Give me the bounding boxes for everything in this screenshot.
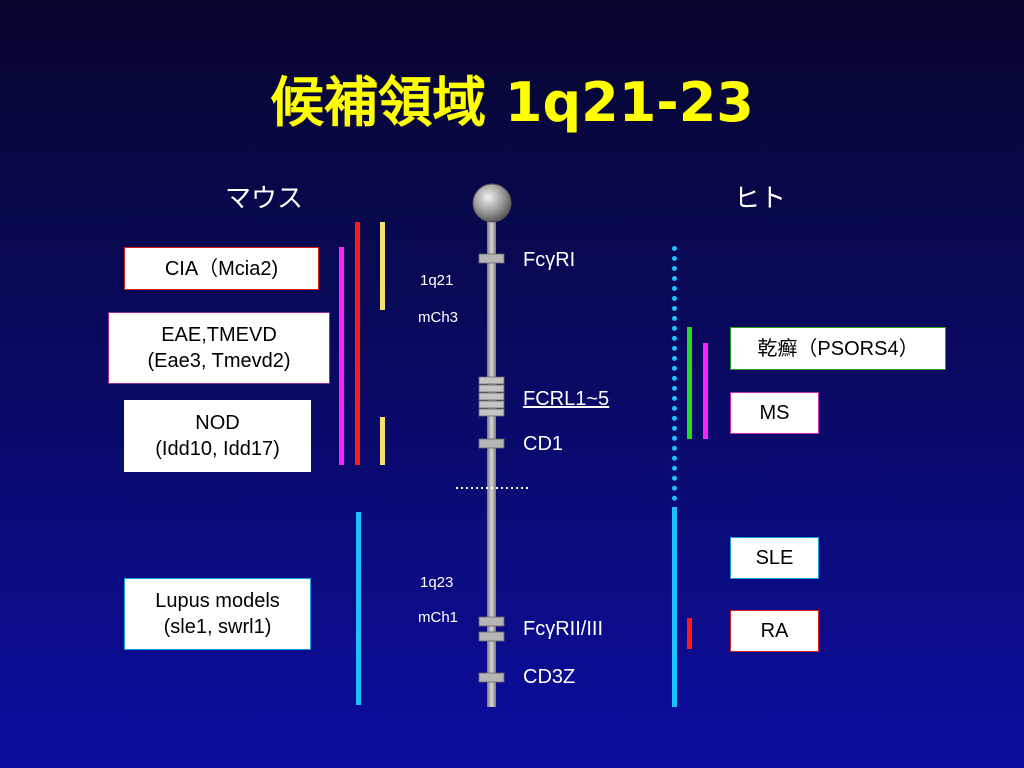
human-disease-sle: SLE	[730, 537, 819, 579]
region-band-label: 1q23	[420, 574, 454, 591]
region-bar-red-human	[687, 618, 692, 649]
human-heading: ヒト	[734, 184, 787, 214]
slide-title: 候補領域 1q21-23	[270, 71, 754, 134]
band-fcrl	[478, 376, 505, 417]
mouse-model-cia: CIA（Mcia2)	[124, 247, 319, 290]
region-bar-yellow-upper	[380, 222, 385, 310]
human-disease-ra: RA	[730, 610, 819, 652]
mouse-model-label: (sle1, swrl1)	[163, 616, 272, 638]
region-bar-yellow-lower	[380, 417, 385, 465]
gene-label-cd1: CD1	[523, 433, 564, 455]
human-disease-label: SLE	[755, 547, 794, 569]
mouse-model-eae: EAE,TMEVD (Eae3, Tmevd2)	[108, 312, 330, 384]
region-species-label: mCh3	[418, 309, 459, 326]
band-fcgriii	[478, 631, 505, 642]
mouse-model-label: (Idd10, Idd17)	[155, 438, 280, 460]
human-disease-label: RA	[760, 620, 789, 642]
human-disease-label: MS	[759, 402, 790, 424]
human-disease-psoriasis: 乾癬（PSORS4）	[730, 327, 946, 370]
mouse-model-label: NOD	[195, 412, 240, 434]
region-bar-cyan-human-dotted	[672, 246, 677, 501]
mouse-model-label: EAE,TMEVD	[161, 324, 277, 346]
mouse-model-label: CIA（Mcia2)	[164, 257, 279, 280]
region-bar-magenta-mouse	[339, 247, 344, 465]
mouse-model-label: (Eae3, Tmevd2)	[147, 350, 291, 372]
region-bar-green-human	[687, 327, 692, 439]
region-bar-red-mouse	[355, 222, 360, 465]
gene-label-cd3z: CD3Z	[523, 666, 576, 688]
human-disease-ms: MS	[730, 392, 819, 434]
gene-label-fcrl: FCRL1~5	[523, 388, 610, 410]
mouse-model-nod: NOD (Idd10, Idd17)	[124, 400, 311, 472]
region-bar-magenta-human	[703, 343, 708, 439]
region-band-label: 1q21	[420, 272, 454, 289]
centromere-ball	[472, 183, 512, 223]
gene-label-fcgrii-iii: FcγRII/III	[523, 618, 603, 640]
mouse-model-label: Lupus models	[155, 590, 280, 612]
human-disease-label: 乾癬（PSORS4）	[757, 337, 919, 360]
mouse-model-lupus: Lupus models (sle1, swrl1)	[124, 578, 311, 650]
chromosome-shaft	[487, 205, 496, 707]
band-fcgri	[478, 253, 505, 264]
band-cd1	[478, 438, 505, 449]
region-bar-cyan-human	[672, 507, 677, 707]
band-fcgrii	[478, 616, 505, 627]
region-bar-cyan-mouse	[356, 512, 361, 705]
mouse-heading: マウス	[225, 184, 304, 214]
band-cd3z	[478, 672, 505, 683]
gene-label-fcgri: FcγRI	[523, 249, 576, 271]
region-species-label: mCh1	[418, 609, 459, 626]
